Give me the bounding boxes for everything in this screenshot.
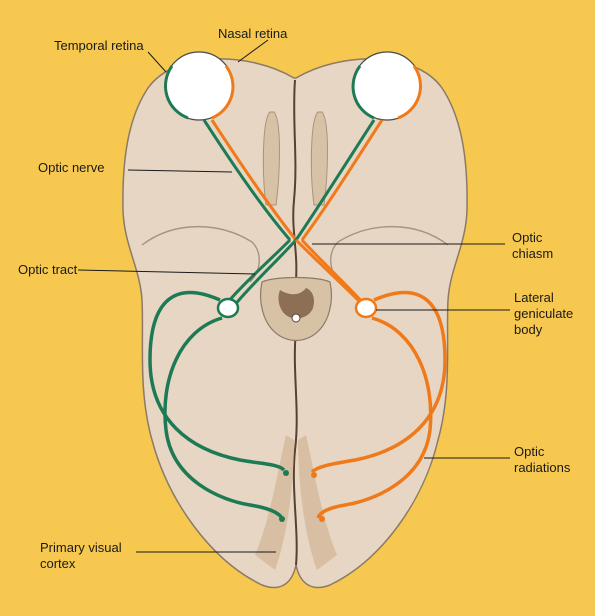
left-olfactory-tract: [263, 112, 279, 205]
left-radiation-terminal-1: [283, 470, 289, 476]
label-optic-radiations: Optic radiations: [514, 444, 570, 476]
label-temporal-retina: Temporal retina: [54, 38, 144, 54]
right-radiation-terminal-1: [311, 472, 317, 478]
label-lateral-geniculate-body: Lateral geniculate body: [514, 290, 573, 338]
left-radiation-terminal-2: [279, 516, 285, 522]
right-olfactory-tract: [311, 112, 327, 205]
label-optic-tract: Optic tract: [18, 262, 77, 278]
right-radiation-terminal-2: [319, 516, 325, 522]
label-nasal-retina: Nasal retina: [218, 26, 287, 42]
label-optic-nerve: Optic nerve: [38, 160, 104, 176]
label-optic-chiasm: Optic chiasm: [512, 230, 553, 262]
label-primary-visual-cortex: Primary visual cortex: [40, 540, 122, 572]
right-lateral-geniculate-body: [356, 299, 376, 317]
left-lateral-geniculate-body: [218, 299, 238, 317]
cerebral-aqueduct: [292, 314, 300, 322]
